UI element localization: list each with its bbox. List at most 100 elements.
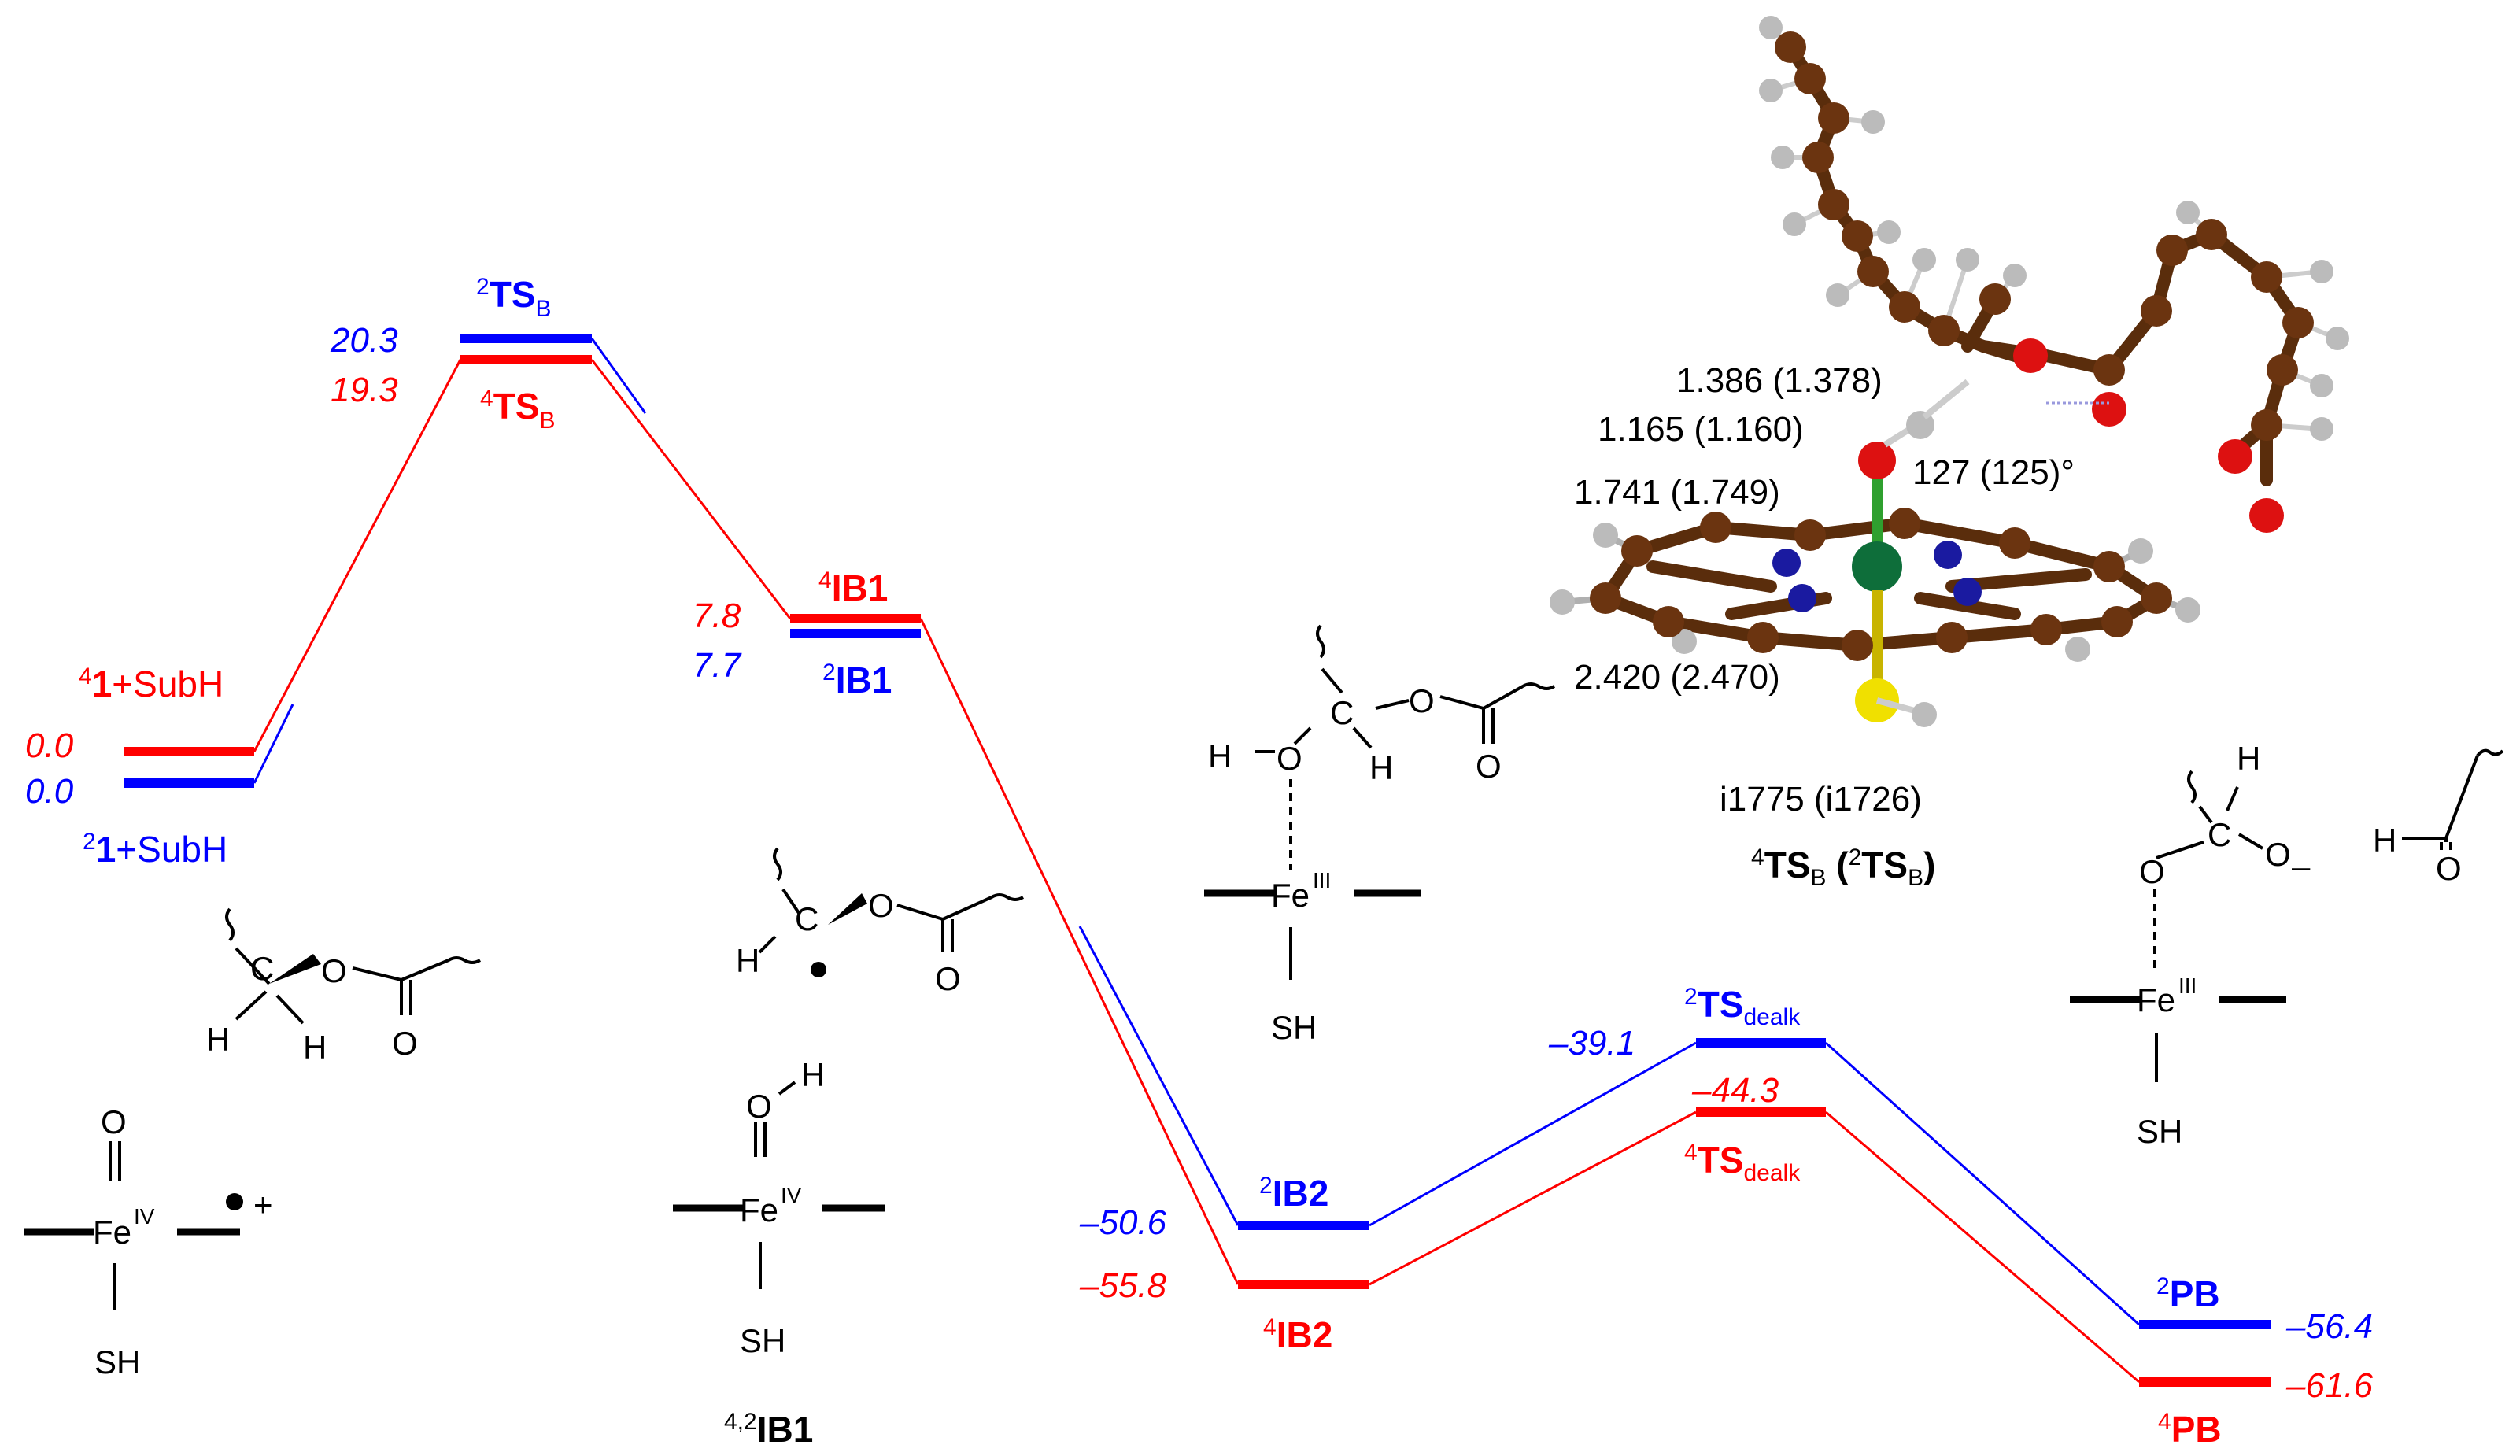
svg-text:H: H [1208,737,1232,774]
n-atom [1934,541,1962,569]
svg-text:H: H [206,1021,230,1058]
n-atom [1772,549,1801,577]
svg-text:O: O [935,960,961,997]
structure-aldehyde [2402,748,2504,850]
value-4-ib2: –55.8 [1079,1266,1167,1305]
svg-text:SH: SH [1271,1009,1317,1046]
svg-text:O: O [2265,836,2291,873]
o-atom [1858,442,1896,479]
svg-text:H: H [736,942,759,979]
svg-text:III: III [1313,868,1331,892]
value-4-reactant: 0.0 [25,726,74,765]
svg-text:+: + [253,1186,273,1223]
svg-text:Fe: Fe [2137,981,2175,1018]
imaginary-frequency: i1775 (i1726) [1720,780,1922,819]
svg-text:H: H [303,1029,327,1066]
value-2-tsb: 20.3 [330,321,398,360]
connector-4-r-ts [253,359,462,752]
structure-pb-complex-text: C H O – O Fe III SH [2137,740,2311,1150]
svg-text:O: O [101,1103,127,1140]
distance-label-1: 1.386 (1.378) [1676,361,1883,400]
chem-structures: C O H H O O Fe IV + SH [24,624,2504,1450]
connector-2-r-ts [253,704,294,784]
svg-text:4,2IB1: 4,2IB1 [724,1409,813,1450]
structure-fe-oh-text: O H Fe IV SH 4,2IB1 [724,1056,825,1450]
connector-4-ib2-tsd [1369,1110,1697,1286]
angle-label: 127 (125)° [1912,453,2075,492]
value-4-ib1: 7.8 [693,597,741,635]
structure-aldehyde-text: H O [2373,822,2462,887]
connector-4-ts-ib1 [590,359,792,619]
energy-levels [124,334,2271,1387]
svg-text:H: H [2237,740,2260,777]
distance-label-4: 2.420 (2.470) [1574,658,1780,697]
svg-text:Fe: Fe [1271,877,1310,914]
connectors [253,338,2141,1384]
substrate-carbons [1775,31,2314,441]
connector-2-tsd-pb [1824,1041,2141,1326]
structure-substrate-reactant [225,907,482,1025]
svg-text:SH: SH [740,1322,785,1359]
h-atom [2128,538,2153,564]
structure-pb-complex [2070,770,2286,1082]
svg-text:H: H [2373,822,2396,859]
connector-2-ts-ib1 [590,338,647,414]
label-2-ib1: 2IB1 [822,660,892,700]
structure-substrate-radical [758,847,1025,977]
structure-substrate-reactant-text: C O H H O [206,950,418,1066]
o-atom [2013,338,2048,373]
structure-cpd-i-text: O Fe IV + SH [93,1103,273,1380]
svg-text:C: C [250,950,274,987]
svg-text:H: H [1369,749,1393,786]
structure-cpd-i [24,1141,243,1310]
value-2-tsdealk: –39.1 [1548,1024,1635,1062]
n-atom [1953,578,1982,606]
value-2-pb: –56.4 [2285,1307,2373,1346]
svg-text:O: O [1409,682,1435,719]
label-2-pb: 2PB [2156,1273,2220,1314]
svg-text:O: O [1277,740,1302,777]
connector-4-ib1-ib2 [919,618,1240,1285]
svg-text:IV: IV [134,1204,155,1229]
ts-3d-model [1550,16,2349,727]
svg-text:III: III [2178,974,2197,998]
o-atom [2092,392,2126,427]
svg-text:SH: SH [94,1343,140,1380]
svg-text:O: O [1476,748,1502,785]
label-4-tsdealk: 4TSdealk [1684,1140,1801,1186]
structure-ib2-complex-text: C O H H O O Fe III SH [1208,682,1502,1046]
state-labels: 41+SubH 0.0 0.0 21+SubH 2TSB 20.3 19.3 4… [25,274,2374,1450]
distance-label-3: 1.741 (1.749) [1574,473,1780,512]
connector-2-ib1-ib2 [1078,926,1240,1226]
value-4-tsdealk: –44.3 [1691,1071,1779,1110]
value-4-pb: –61.6 [2285,1366,2374,1405]
svg-text:SH: SH [2137,1113,2182,1150]
svg-text:O: O [2139,853,2165,890]
label-2-tsb: 2TSB [476,274,551,322]
svg-text:Fe: Fe [740,1192,778,1229]
label-2-ib2: 2IB2 [1259,1173,1328,1214]
h-atom [1550,589,1575,615]
label-4-ib1: 4IB1 [818,567,888,608]
geometry-labels: 1.386 (1.378) 1.165 (1.160) 1.741 (1.749… [1574,361,2075,891]
connector-2-ib2-tsd [1369,1041,1697,1227]
label-4-tsb: 4TSB [480,386,555,434]
connector-4-tsd-pb [1825,1110,2140,1384]
svg-text:Fe: Fe [93,1214,131,1251]
svg-text:H: H [801,1056,825,1093]
value-2-ib1: 7.7 [693,646,742,685]
label-2-reactant: 21+SubH [83,829,227,870]
fe-atom [1852,541,1902,592]
svg-text:O: O [2436,850,2462,887]
svg-text:O: O [868,887,894,924]
n-atom [1788,584,1816,612]
porphyrin-carbons [1590,508,2172,661]
svg-text:C: C [1330,694,1354,731]
svg-text:IV: IV [781,1183,802,1207]
h-atom [1672,629,1697,654]
structure-fe-oh [673,1081,885,1289]
value-2-reactant: 0.0 [25,772,74,811]
h-atom [1912,702,1937,727]
h-atom [1593,523,1618,548]
